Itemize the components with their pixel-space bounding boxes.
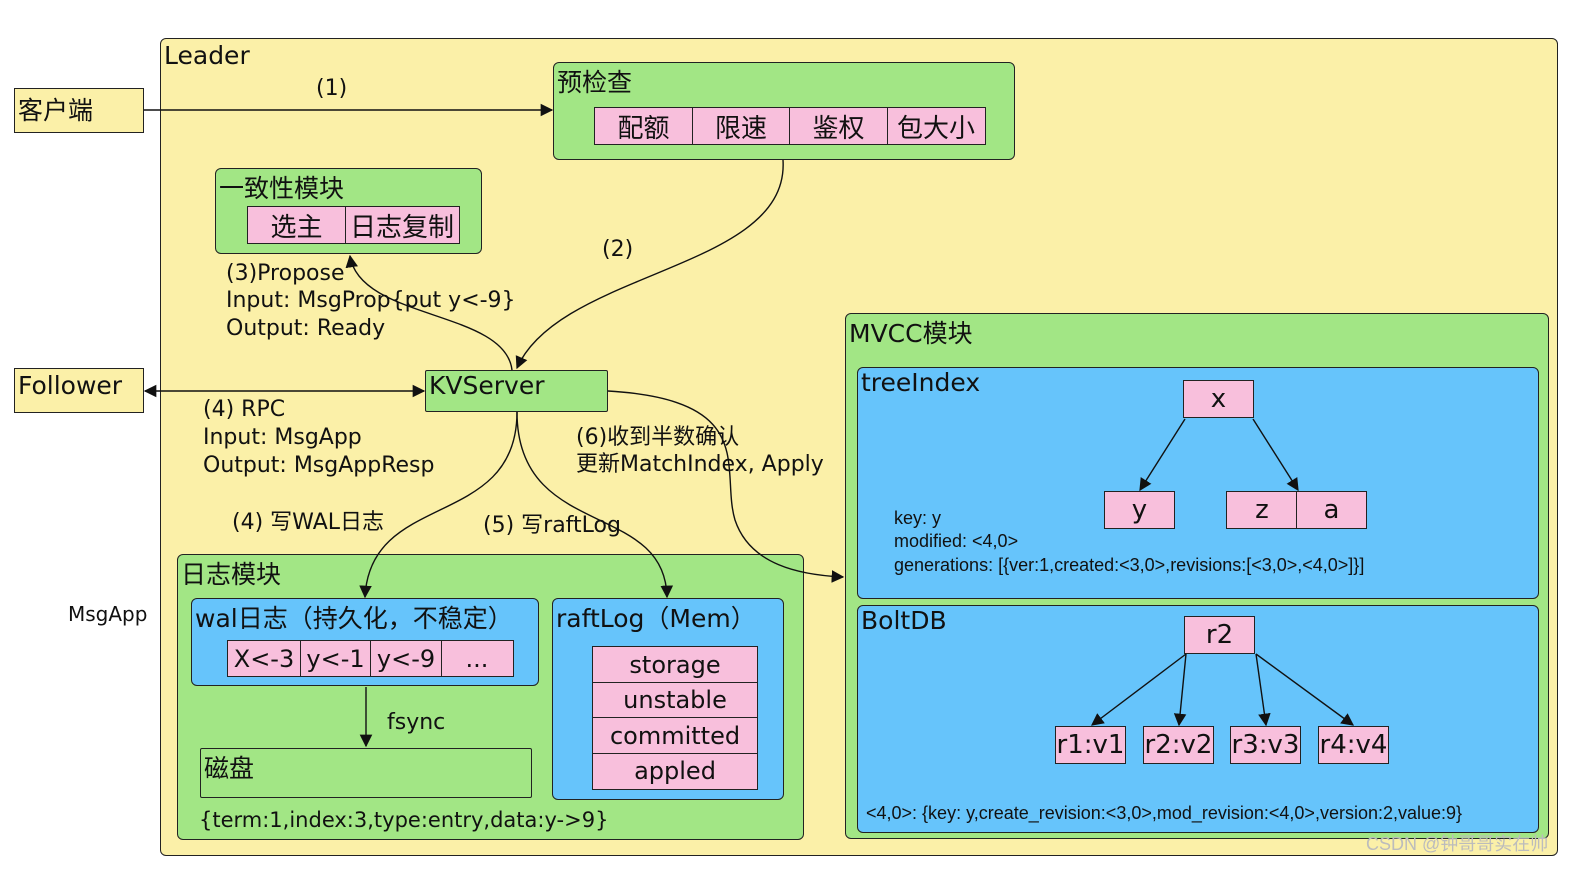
boltdb-root-node: r2 [1184,616,1255,654]
boltdb-leaf-node: r1:v1 [1055,726,1126,764]
step-3-line-3: Output: Ready [226,316,386,341]
step-6-line-1: (6)收到半数确认 [576,425,740,450]
raftlog-box: raftLog（Mem） storage unstable committed … [552,598,784,800]
step-2-label: (2) [602,237,634,262]
consensus-item-election: 选主 [247,206,346,244]
treeindex-title: treeIndex [861,368,981,397]
step-4wal-label: (4) 写WAL日志 [232,510,385,535]
follower-box: Follower [14,368,144,413]
step-1-label: (1) [316,76,348,101]
treeindex-root-node: x [1183,380,1254,418]
precheck-item-ratelimit: 限速 [691,107,791,145]
boltdb-title: BoltDB [861,606,947,635]
step-5-label: (5) 写raftLog [483,513,621,538]
precheck-title: 预检查 [557,68,633,97]
wal-entry: X<-3 [227,640,301,677]
step-3-line-1: (3)Propose [226,261,345,286]
wal-entry: ... [440,640,514,677]
step-6-line-2: 更新MatchIndex, Apply [576,452,824,477]
watermark: CSDN @钟哥哥实在帅 [1366,834,1549,854]
client-label: 客户端 [18,96,94,125]
raftlog-storage: storage [592,646,758,683]
consensus-item-replication: 日志复制 [344,206,460,244]
follower-label: Follower [18,371,123,400]
step-4rpc-line-1: (4) RPC [203,397,286,422]
raftlog-applied: appled [592,752,758,790]
leader-title: Leader [164,41,250,70]
wal-log-title: wal日志（持久化，不稳定） [195,604,513,633]
consensus-module: 一致性模块 选主 日志复制 [215,168,482,254]
treeindex-left-node: y [1104,491,1175,529]
log-module-title: 日志模块 [181,560,282,589]
step-3-line-2: Input: MsgProp{put y<-9} [226,288,516,313]
boltdb-leaf-node: r2:v2 [1143,726,1214,764]
wal-entry: y<-1 [299,640,372,677]
kvserver-label: KVServer [429,371,545,400]
raftlog-committed: committed [592,717,758,754]
precheck-module: 预检查 配额 限速 鉴权 包大小 [553,62,1015,160]
treeindex-info-key: key: y [894,508,942,528]
step-4rpc-line-3: Output: MsgAppResp [203,453,435,478]
precheck-item-quota: 配额 [594,107,693,145]
client-box: 客户端 [14,88,144,133]
raftlog-title: raftLog（Mem） [556,604,756,633]
treeindex-info-generations: generations: [{ver:1,created:<3,0>,revis… [894,555,1365,575]
fsync-label: fsync [387,710,446,735]
treeindex-right-node-z: z [1226,491,1298,529]
precheck-item-packetsize: 包大小 [886,107,986,145]
boltdb-info: <4,0>: {key: y,create_revision:<3,0>,mod… [866,803,1463,823]
wal-entry: y<-9 [370,640,442,677]
msgapp-label: MsgApp [68,602,148,626]
treeindex-right-node-a: a [1296,491,1367,529]
raftlog-unstable: unstable [592,681,758,719]
boltdb-leaf-node: r4:v4 [1318,726,1389,764]
entry-label: {term:1,index:3,type:entry,data:y->9} [199,808,609,832]
disk-title: 磁盘 [204,754,255,783]
disk-box: 磁盘 [200,748,532,798]
treeindex-info-modified: modified: <4,0> [894,531,1019,551]
consensus-title: 一致性模块 [219,174,345,203]
mvcc-title: MVCC模块 [849,319,973,348]
precheck-item-auth: 鉴权 [789,107,888,145]
boltdb-leaf-node: r3:v3 [1230,726,1301,764]
wal-log-box: wal日志（持久化，不稳定） X<-3 y<-1 y<-9 ... [191,598,539,686]
kvserver-box: KVServer [425,370,608,412]
step-4rpc-line-2: Input: MsgApp [203,425,362,450]
